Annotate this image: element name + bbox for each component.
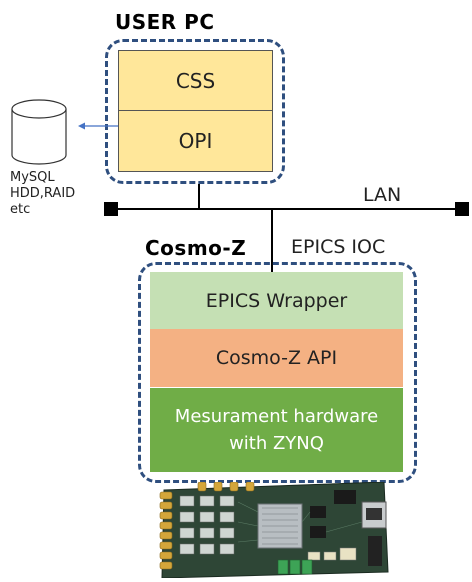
css-label: CSS bbox=[175, 68, 216, 93]
hardware-label-line1: Mesurament hardware bbox=[174, 406, 379, 427]
user-pc-group bbox=[105, 39, 285, 184]
opi-label: OPI bbox=[178, 129, 213, 153]
hardware-box: Mesurament hardware with ZYNQ bbox=[150, 388, 403, 472]
lan-right-terminator bbox=[455, 202, 469, 216]
storage-label-line1: MySQL bbox=[10, 170, 55, 185]
circuit-board-photo bbox=[159, 482, 389, 578]
storage-label-line3: etc bbox=[10, 202, 31, 217]
epics-ioc-label: EPICS IOC bbox=[291, 236, 386, 258]
cosmo-z-api-box: Cosmo-Z API bbox=[150, 329, 403, 387]
lan-label: LAN bbox=[363, 184, 402, 206]
user-pc-title: USER PC bbox=[115, 10, 215, 34]
hardware-label-line2: with ZYNQ bbox=[229, 433, 324, 454]
database-cylinder-icon bbox=[11, 99, 67, 165]
storage-arrow bbox=[78, 122, 118, 130]
cosmo-z-title: Cosmo-Z bbox=[145, 236, 247, 260]
css-box: CSS bbox=[118, 50, 273, 111]
storage-label-line2: HDD,RAID bbox=[10, 186, 76, 201]
cosmo-z-group bbox=[138, 262, 417, 483]
epics-wrapper-box: EPICS Wrapper bbox=[150, 272, 403, 329]
lan-left-terminator bbox=[104, 202, 118, 216]
cosmo-z-api-label: Cosmo-Z API bbox=[215, 347, 338, 369]
user-pc-lan-connector bbox=[198, 184, 200, 209]
opi-box: OPI bbox=[118, 110, 273, 172]
lan-bus bbox=[110, 208, 462, 210]
lan-cosmo-connector bbox=[271, 209, 273, 272]
epics-wrapper-label: EPICS Wrapper bbox=[205, 289, 348, 312]
